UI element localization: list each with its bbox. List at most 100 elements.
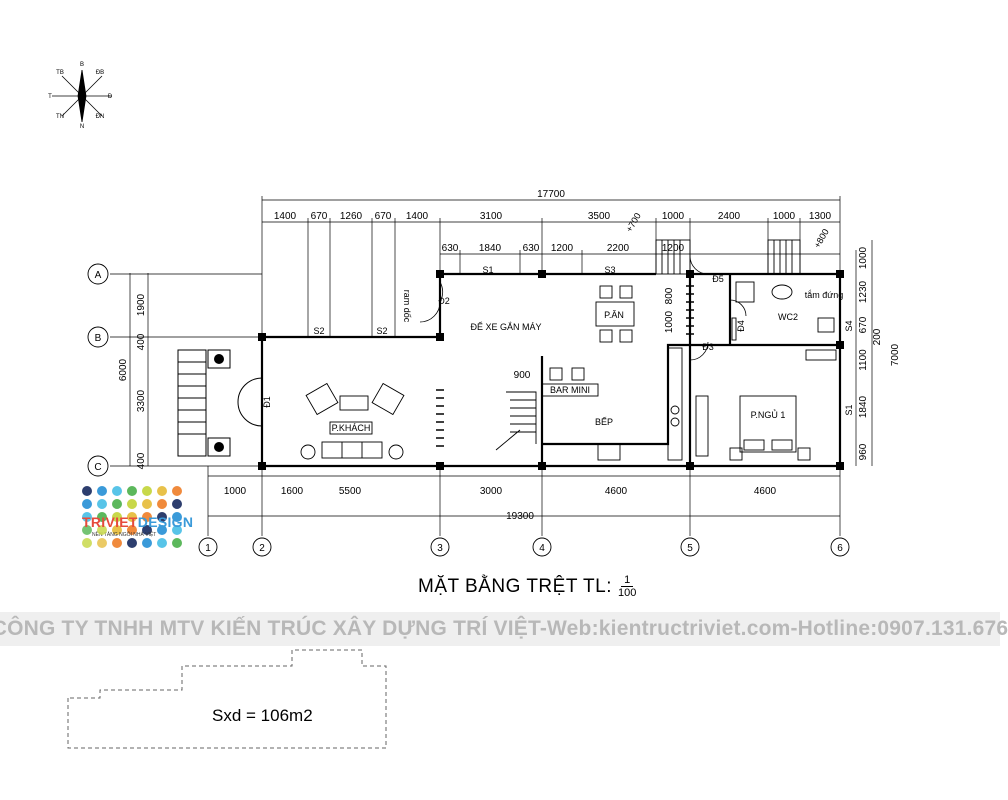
dim-top: 1400 — [406, 211, 429, 222]
compass-label: T — [48, 94, 52, 100]
logo-dot — [157, 525, 167, 535]
grid-col-label: 1 — [205, 543, 211, 554]
room-wc: WC2 — [778, 312, 798, 322]
stair-level: +700 — [624, 211, 643, 234]
site-outline — [67, 649, 387, 749]
grid-col-label: 6 — [837, 543, 843, 554]
dim-left-inner: 400 — [136, 333, 147, 350]
title-text: MẶT BẰNG TRỆT TL: — [418, 575, 612, 597]
dim-top: 1260 — [340, 211, 363, 222]
logo-dot — [157, 486, 167, 496]
logo-dot — [97, 525, 107, 535]
label-ramp: ram dốc — [402, 290, 412, 323]
logo-dot — [127, 512, 137, 522]
logo-dot — [82, 499, 92, 509]
company-banner: CÔNG TY TNHH MTV KIẾN TRÚC XÂY DỰNG TRÍ … — [0, 612, 1008, 646]
logo-dot — [157, 512, 167, 522]
opening-label: Đ4 — [736, 320, 746, 332]
logo-brand: TRIVIETDESIGN — [82, 514, 212, 530]
grid-col-label: 2 — [259, 543, 265, 554]
dim-top: 3500 — [588, 211, 611, 222]
drawing-title: MẶT BẰNG TRỆT TL: 1 100 — [418, 574, 636, 599]
scale-fraction: 1 100 — [618, 574, 636, 599]
opening-label: Đ3 — [702, 342, 714, 352]
logo-dot — [127, 525, 137, 535]
opening-label: S1 — [844, 404, 854, 415]
dim-bottom: 1000 — [224, 486, 247, 497]
dim-top: 1000 — [773, 211, 796, 222]
logo-dot — [142, 499, 152, 509]
scale-numerator: 1 — [621, 574, 634, 587]
logo-dot — [97, 499, 107, 509]
dim-top: 1400 — [274, 211, 297, 222]
logo-dot — [112, 525, 122, 535]
dim-top: 1000 — [662, 211, 685, 222]
logo-dot — [172, 538, 182, 548]
dim-right-mid: 200 — [872, 328, 883, 345]
dim-right-outer: 7000 — [890, 343, 901, 366]
dim-top-row2: 630 — [523, 243, 540, 254]
dim-bottom-total: 19300 — [506, 511, 534, 522]
room-garage: ĐỂ XE GẮN MÁY — [470, 321, 541, 332]
dim-left-inner: 400 — [136, 452, 147, 469]
dim-bottom: 4600 — [605, 486, 628, 497]
dim-right-inner: 1000 — [858, 246, 869, 269]
compass-label: TN — [56, 114, 64, 120]
triviet-logo: TRIVIETDESIGN NỀN TẢNG NGÔI NHÀ VIỆT — [82, 486, 212, 548]
logo-dot — [97, 512, 107, 522]
opening-label: Đ1 — [262, 396, 272, 408]
dim-right-inner: 1840 — [858, 395, 869, 418]
grid-col-label: 3 — [437, 543, 443, 554]
logo-dot — [82, 486, 92, 496]
logo-dot — [112, 499, 122, 509]
opening-label: Đ5 — [712, 274, 724, 284]
dim-bottom: 1600 — [281, 486, 304, 497]
compass-label: TB — [56, 70, 64, 76]
logo-brand-b: DESIGN — [137, 514, 194, 530]
label-shower: tắm đứng — [805, 290, 844, 300]
dim-top: 670 — [311, 211, 328, 222]
logo-dot — [127, 538, 137, 548]
opening-label: S2 — [376, 326, 387, 336]
compass-label: ĐN — [96, 114, 105, 120]
logo-dot — [172, 512, 182, 522]
compass-label: N — [80, 124, 84, 130]
compass-label: Đ — [108, 94, 113, 100]
logo-dot — [112, 512, 122, 522]
opening-label: Đ2 — [438, 296, 450, 306]
logo-dot — [112, 486, 122, 496]
dim-left-inner: 3300 — [136, 389, 147, 412]
dim-top-row2: 630 — [442, 243, 459, 254]
logo-dot — [172, 486, 182, 496]
dim-bottom: 4600 — [754, 486, 777, 497]
dim-top-row2: 2200 — [607, 243, 630, 254]
logo-dot — [127, 486, 137, 496]
company-banner-text: CÔNG TY TNHH MTV KIẾN TRÚC XÂY DỰNG TRÍ … — [0, 617, 1008, 640]
logo-dot — [172, 525, 182, 535]
dim-top-total: 17700 — [537, 189, 565, 200]
grid-row-label: A — [95, 270, 102, 281]
logo-dot — [127, 499, 137, 509]
room-bedroom: P.NGỦ 1 — [751, 409, 786, 420]
dim-right-inner: 670 — [858, 316, 869, 333]
dim-top-row2: 1840 — [479, 243, 502, 254]
logo-dot — [112, 538, 122, 548]
logo-tagline: NỀN TẢNG NGÔI NHÀ VIỆT — [92, 532, 157, 538]
dim-left-inner: 1900 — [136, 293, 147, 316]
dim-right-inner: 960 — [858, 443, 869, 460]
logo-dot — [172, 499, 182, 509]
dim-misc: 1000 — [664, 310, 675, 333]
room-bar: BAR MINI — [550, 385, 590, 395]
dim-right-inner: 1100 — [858, 349, 869, 371]
logo-brand-a: TRIVIET — [82, 514, 138, 530]
dim-misc: 900 — [514, 370, 531, 381]
dim-top-row2: 1200 — [551, 243, 574, 254]
opening-label: S2 — [313, 326, 324, 336]
grid-col-label: 5 — [687, 543, 693, 554]
logo-dot — [82, 512, 92, 522]
opening-label: S3 — [604, 265, 615, 275]
logo-dots-icon — [82, 486, 212, 548]
compass-label: ĐB — [96, 70, 104, 76]
logo-dot — [97, 486, 107, 496]
dim-top-row2: 1200 — [662, 243, 685, 254]
